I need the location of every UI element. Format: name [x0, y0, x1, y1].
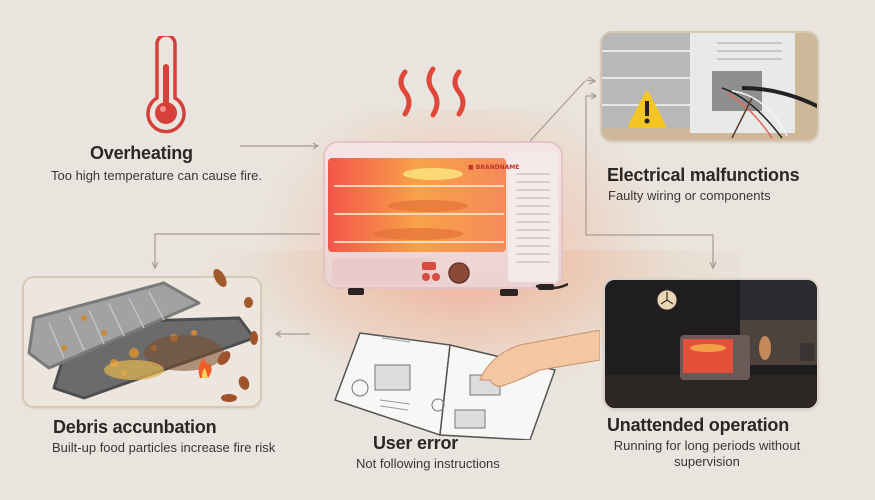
user-error-title: User error	[373, 433, 459, 453]
overheating-title: Overheating	[90, 143, 193, 163]
user-error-description: Not following instructions	[356, 456, 500, 471]
electrical-description: Faulty wiring or components	[608, 188, 771, 203]
heat-waves-icon	[393, 66, 473, 126]
thermometer-icon	[143, 36, 189, 138]
svg-text:■ BRANDNAME: ■ BRANDNAME	[468, 164, 519, 171]
electrical-title: Electrical malfunctions	[607, 165, 800, 185]
flying-crumb	[244, 297, 253, 308]
electrical-malfunction-image	[600, 31, 819, 142]
unattended-operation-image	[603, 278, 819, 410]
toaster-oven-illustration: ■ BRANDNAME	[318, 136, 568, 301]
unattended-description: Running for long periods without supervi…	[613, 438, 801, 469]
debris-accumulation-image	[22, 276, 262, 408]
unattended-title: Unattended operation	[607, 415, 790, 435]
debris-title: Debris accunbation	[53, 417, 217, 437]
debris-description: Built-up food particles increase fire ri…	[52, 440, 276, 455]
overheating-description: Too high temperature can cause fire.	[51, 168, 263, 183]
instruction-manual-illustration	[330, 330, 600, 440]
